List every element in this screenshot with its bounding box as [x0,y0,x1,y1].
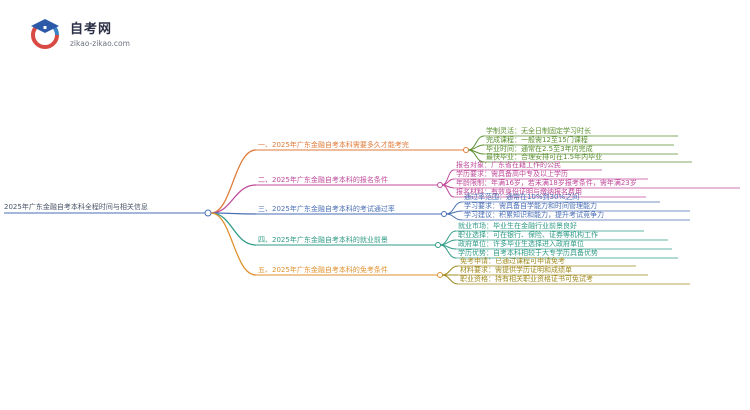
branch-5-node [437,272,443,278]
leaf-4-1: 就业市场：毕业生在金融行业前景良好 [458,222,577,230]
branch-1-node [463,147,469,153]
leaf-2-3: 年龄限制：年满16岁，若未满18岁报考条件，需年满23岁 [456,179,637,187]
leaf-5-3: 职业资格：持有相关职业资格证书可免试考 [460,275,593,283]
connector-leaf-5-1 [441,265,459,276]
connector-branch-5 [210,212,257,276]
connector-branch-4 [210,212,257,246]
leaf-2-1: 报名对象：广东省在籍工作的公民 [456,161,561,169]
root-node [204,209,212,217]
leaf-4-2: 职业选择：可在银行、保险、证券等机构工作 [458,231,598,239]
branch-4-label: 四、2025年广东金融自考本科的就业前景 [258,236,388,244]
branch-4-node [435,242,441,248]
leaf-3-3: 学习建议：积累知识和能力，提升考试竞争力 [464,211,604,219]
branch-1-label: 一、2025年广东金融自考本科需要多久才能考完 [258,141,409,149]
leaf-4-4: 学历优势：自考本科相较于大专学历具备优势 [458,249,598,257]
connector-leaf-2-1 [441,169,455,186]
connector-leaf-1-4 [467,149,485,163]
logo: 自考网 zikao-zikao.com [28,14,158,54]
logo-title: 自考网 [70,22,113,37]
root-topic: 2025年广东金融自考本科全程时间与相关信息 [4,203,148,211]
leaf-1-2: 完成课程：一般需12至15门课程 [486,136,588,144]
leaf-2-4: 报名材料：有效身份证明与缴纳报名费用 [456,188,582,196]
branch-3-label: 三、2025年广东金融自考本科的考试通过率 [258,205,395,213]
leaf-1-4: 最快毕业：合理安排可在1.5年内毕业 [486,153,603,161]
logo-url: zikao-zikao.com [70,39,130,48]
branch-5-label: 五、2025年广东金融自考本科的免考条件 [258,266,388,274]
leaf-3-2: 学习要求：需具备自学能力和时间管理能力 [464,202,597,210]
leaf-4-3: 政府单位：许多毕业生选择进入政府单位 [458,240,584,248]
connector-leaf-3-2 [445,210,463,215]
leaf-1-3: 毕业时间：通常在2.5至3年内完成 [486,145,593,153]
connector-leaf-4-4 [439,244,457,259]
branch-2-node [437,182,443,188]
leaf-3-1: 通过率范围：通常在10%到30%之间 [464,193,580,201]
connector-leaf-3-3 [445,213,463,221]
leaf-5-1: 免考申请：已通过课程可申请免考 [460,257,565,265]
graduation-cap-logo-icon [31,19,59,49]
leaf-2-2: 学历要求：需具备高中专及以上学历 [456,170,568,178]
branch-3-node [441,211,447,217]
connector-branch-2 [210,184,257,214]
connector-leaf-2-4 [441,184,455,198]
connector-leaf-5-3 [441,274,459,285]
connector-branch-1 [210,149,257,214]
leaf-5-2: 材料要求：需提供学历证明和成绩单 [460,266,572,274]
leaf-1-1: 学制灵活：无全日制固定学习时长 [486,127,591,135]
branch-2-label: 二、2025年广东金融自考本科的报名条件 [258,176,388,184]
